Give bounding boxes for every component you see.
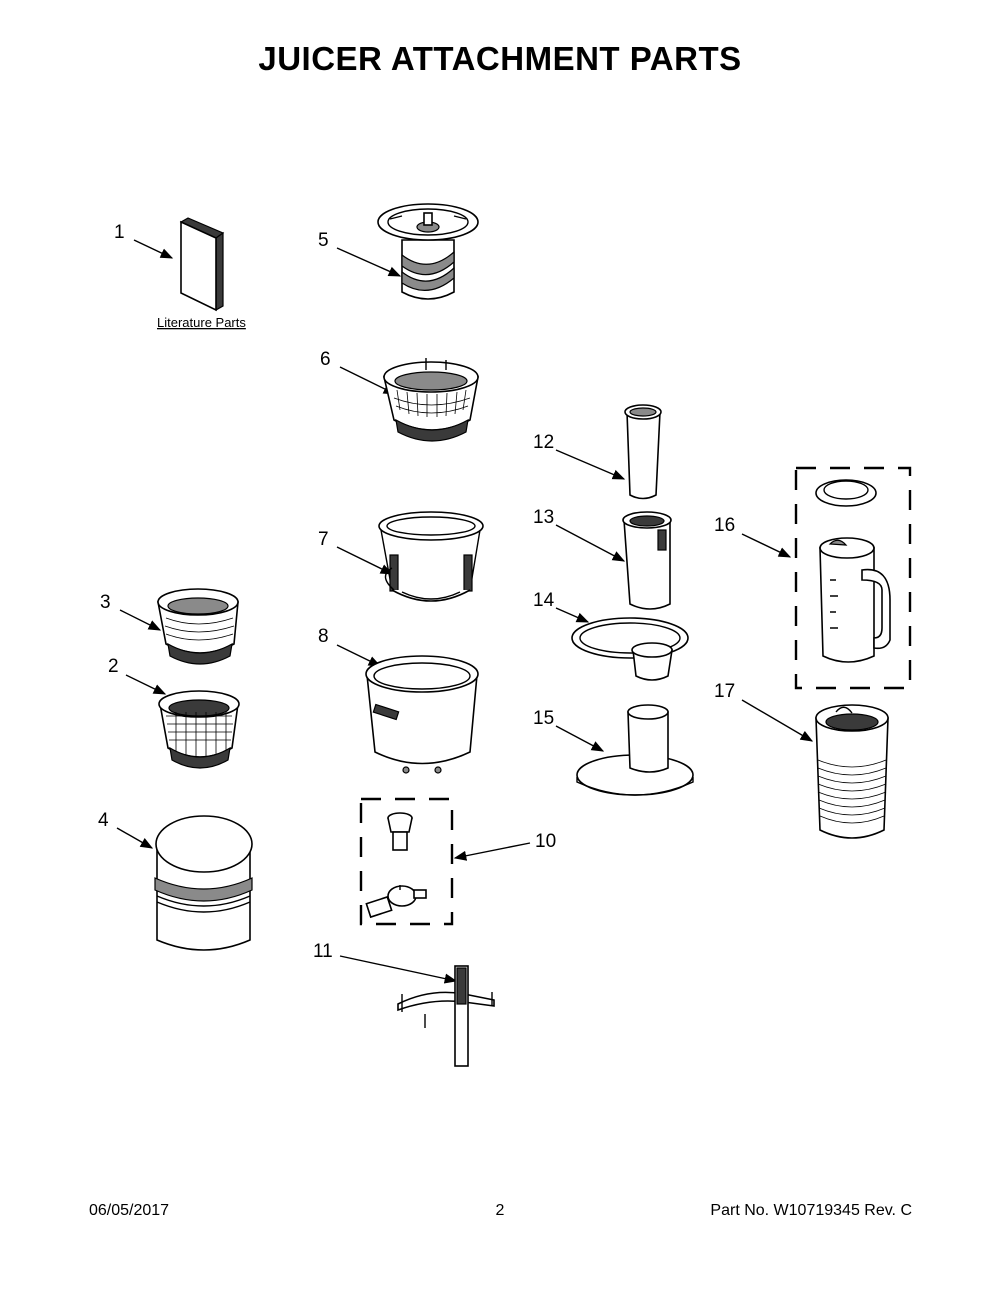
callout-1: 1 <box>114 222 125 243</box>
callout-8: 8 <box>318 626 329 647</box>
part-13-feed-chute[interactable] <box>622 511 672 610</box>
leader-15 <box>555 725 605 752</box>
footer-page-number: 2 <box>495 1202 505 1219</box>
leader-2 <box>125 674 167 695</box>
leader-8 <box>336 644 382 667</box>
part-1-literature[interactable] <box>179 217 225 312</box>
callout-16: 16 <box>714 515 735 536</box>
callout-6: 6 <box>320 349 331 370</box>
part-8-juicing-bowl[interactable] <box>365 655 479 774</box>
footer-part-number: Part No. W10719345 Rev. C <box>710 1202 912 1219</box>
callout-5: 5 <box>318 230 329 251</box>
leader-7 <box>336 546 394 575</box>
part-7-brush-holder[interactable] <box>378 511 484 602</box>
callout-7: 7 <box>318 529 329 550</box>
part-2-coarse-strainer[interactable] <box>158 690 240 769</box>
part-17-pulp-container[interactable] <box>815 704 889 839</box>
leader-12 <box>555 449 626 480</box>
callout-13: 13 <box>533 507 554 528</box>
part-12-food-pusher[interactable] <box>624 404 662 500</box>
callout-14: 14 <box>533 590 555 611</box>
part-4-storage-case[interactable] <box>154 815 253 951</box>
part-3-fine-strainer[interactable] <box>157 588 239 665</box>
leader-3 <box>119 609 162 631</box>
part-11-cleaning-brush[interactable] <box>397 965 495 1067</box>
leader-4 <box>116 827 154 849</box>
part-10-small-parts[interactable] <box>359 797 454 926</box>
leader-5 <box>336 247 402 277</box>
part-14-lid[interactable] <box>571 617 689 681</box>
page-title: JUICER ATTACHMENT PARTS <box>258 40 742 77</box>
literature-parts-link[interactable]: Literature Parts <box>157 315 246 330</box>
callout-11: 11 <box>313 941 333 962</box>
leader-14 <box>555 607 590 623</box>
callout-10: 10 <box>535 831 556 852</box>
callout-17: 17 <box>714 681 735 702</box>
part-6-strainer-bowl[interactable] <box>382 358 479 442</box>
part-16-juice-pitcher[interactable] <box>794 466 912 690</box>
leader-1 <box>133 239 174 259</box>
callout-2: 2 <box>108 656 119 677</box>
part-15-feed-tube-lid[interactable] <box>576 704 694 796</box>
callout-3: 3 <box>100 592 111 613</box>
callout-15: 15 <box>533 708 554 729</box>
footer-date: 06/05/2017 <box>89 1202 170 1219</box>
leader-10 <box>453 842 531 861</box>
leader-11 <box>339 955 458 984</box>
leader-16 <box>741 533 792 558</box>
callout-4: 4 <box>98 810 109 831</box>
leader-13 <box>555 524 626 562</box>
leader-17 <box>741 699 814 742</box>
part-5-auger[interactable] <box>377 203 479 300</box>
leader-6 <box>339 366 397 395</box>
callout-12: 12 <box>533 432 554 453</box>
